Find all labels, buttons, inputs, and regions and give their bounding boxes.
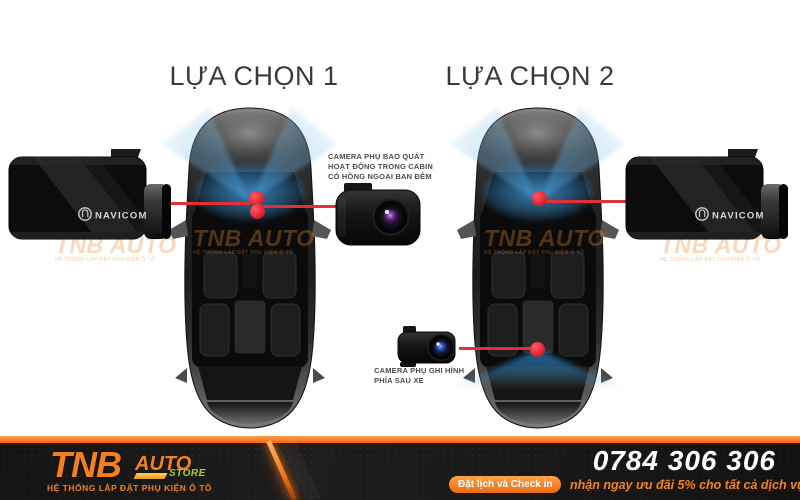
cabin-camera-device <box>335 183 421 246</box>
footer-texture <box>0 445 800 500</box>
cabin-camera-label-line: CÓ HỒNG NGOẠI BAN ĐÊM <box>328 172 432 181</box>
connector-line-rear-camera <box>459 347 532 350</box>
logo-tagline: HỆ THỐNG LẮP ĐẶT PHỤ KIỆN Ô TÔ <box>47 483 213 493</box>
cabin-camera-sheen <box>338 197 346 237</box>
camera-point-dot <box>530 342 545 357</box>
rear-camera-beam <box>450 349 626 389</box>
cabin-camera-label: CAMERA PHỤ BAO QUÁT HOẠT ĐỘNG TRONG CABI… <box>328 152 433 182</box>
option2-heading: LỰA CHỌN 2 <box>445 61 615 91</box>
cabin-camera-label-line: CAMERA PHỤ BAO QUÁT <box>328 152 425 161</box>
rear-camera-label: CAMERA PHỤ GHI HÌNH PHÍA SAU XE <box>374 366 464 386</box>
dashcam-device-option2 <box>622 148 792 243</box>
rear-camera-label-line: CAMERA PHỤ GHI HÌNH <box>374 366 465 375</box>
car-top-view-option1 <box>160 102 340 434</box>
footer-strip-shadow <box>0 443 800 445</box>
cabin-camera-label-line: HOẠT ĐỘNG TRONG CABIN <box>328 162 434 171</box>
promo-text: nhận ngay ưu đãi 5% cho tất cả dịch vụ <box>570 478 800 492</box>
rear-camera-device <box>397 326 456 367</box>
camera-point-dot <box>249 191 264 206</box>
tnb-auto-store-logo: TNB AUTO STORE HỆ THỐNG LẮP ĐẶT PHỤ KIỆN… <box>46 442 216 498</box>
option1-heading: LỰA CHỌN 1 <box>169 61 339 91</box>
tnb-watermark: TNB AUTO HỆ THỐNG LẮP ĐẶT PHỤ KIỆN Ô TÔ <box>193 225 315 257</box>
rear-camera-glint <box>436 342 440 346</box>
rear-camera-foot <box>400 362 416 367</box>
dashcam-device-option1 <box>5 148 175 243</box>
cabin-camera-glint <box>384 209 390 215</box>
rear-camera-label-line: PHÍA SAU XE <box>374 376 424 385</box>
tnb-watermark: TNB AUTO HỆ THỐNG LẮP ĐẶT PHỤ KIỆN Ô TÔ <box>484 225 606 257</box>
logo-store-text: STORE <box>169 468 206 479</box>
camera-point-dot <box>250 204 265 219</box>
camera-point-dot <box>532 191 547 206</box>
car-top-view-option2 <box>448 102 628 434</box>
logo-store-bar <box>133 473 168 479</box>
footer-bar <box>0 436 800 500</box>
logo-tnb-text: TNB <box>50 444 122 485</box>
logo-auto-text: AUTO <box>135 453 192 475</box>
connector-line-cabin-camera <box>263 205 341 208</box>
connector-line-left-dashcam <box>165 202 250 205</box>
footer-orange-strip <box>0 436 800 443</box>
checkin-badge: Đặt lịch và Check in <box>449 476 562 493</box>
hotline-phone-number: 0784 306 306 <box>592 445 776 476</box>
connector-line-right-dashcam <box>546 200 628 203</box>
